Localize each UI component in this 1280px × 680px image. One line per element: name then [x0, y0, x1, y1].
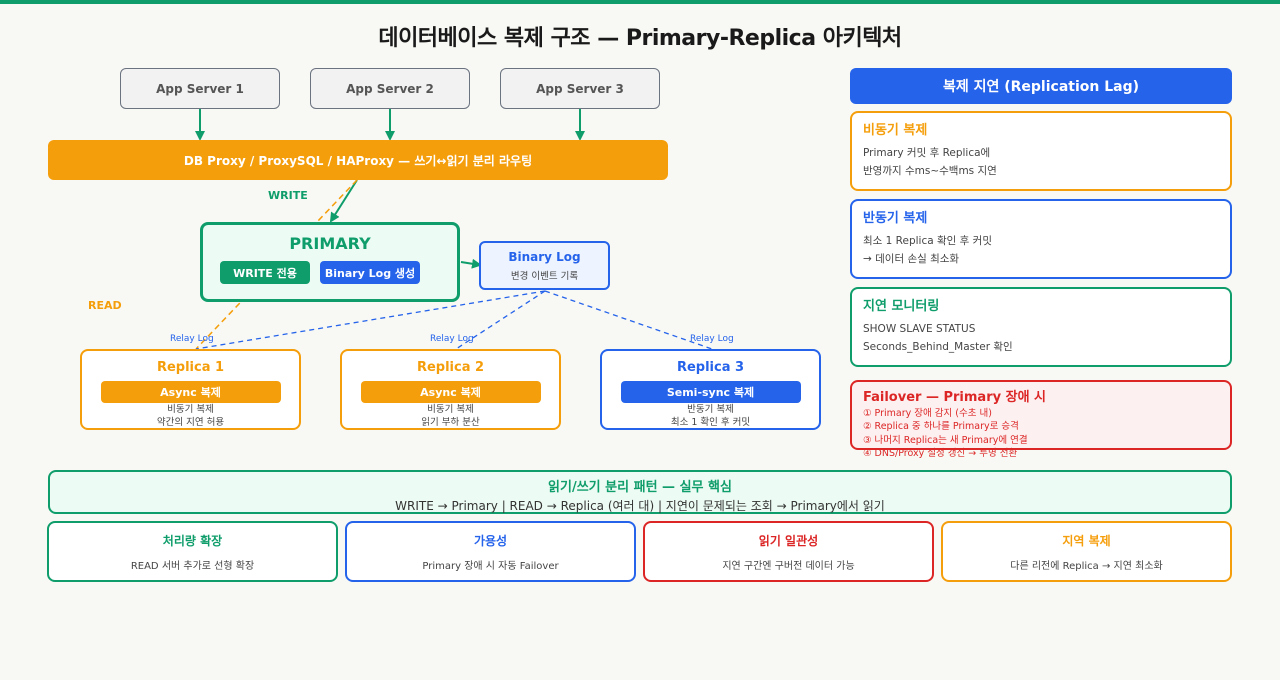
replica-desc-2: 읽기 부하 분산 — [421, 417, 480, 428]
pattern-subtitle: WRITE → Primary | READ → Replica (여러 대) … — [395, 499, 885, 513]
replica-desc-2: 약간의 지연 허용 — [156, 417, 225, 428]
benefit-title: 가용성 — [473, 534, 508, 548]
arrow-proxy-primary — [329, 179, 358, 223]
card-line-1: SHOW SLAVE STATUS — [863, 323, 976, 335]
replica-title: Replica 3 — [676, 360, 745, 375]
replica-title: Replica 2 — [416, 360, 485, 375]
replica-badge: Semi-sync 복제 — [620, 381, 801, 403]
replica-badge: Async 복제 — [360, 381, 541, 403]
replica-badge: Async 복제 — [100, 381, 281, 403]
card-line-2: Seconds_Behind_Master 확인 — [863, 341, 1013, 353]
replica-2-node: Replica 2 Async 복제 비동기 복제 읽기 부하 분산 — [340, 349, 561, 430]
semi-sync-card: 반동기 복제 최소 1 Replica 확인 후 커밋 → 데이터 손실 최소화 — [850, 199, 1232, 279]
failover-step: ① Primary 장애 감지 (수초 내) — [863, 408, 992, 419]
app-server-3: App Server 3 — [500, 68, 660, 109]
benefit-geo-replication: 지역 복제 다른 리전에 Replica → 지연 최소화 — [941, 521, 1232, 582]
card-title: 지연 모니터링 — [863, 299, 940, 314]
db-proxy-bar: DB Proxy / ProxySQL / HAProxy — 쓰기↔읽기 분리… — [48, 140, 668, 180]
failover-step: ③ 나머지 Replica는 새 Primary에 연결 — [863, 434, 1028, 446]
card-line-1: 최소 1 Replica 확인 후 커밋 — [863, 235, 992, 247]
benefit-desc: 다른 리전에 Replica → 지연 최소화 — [1010, 561, 1163, 572]
lag-monitoring-card: 지연 모니터링 SHOW SLAVE STATUS Seconds_Behind… — [850, 287, 1232, 367]
write-only-badge: WRITE 전용 — [220, 261, 310, 284]
benefit-desc: Primary 장애 시 자동 Failover — [422, 561, 559, 572]
read-write-split-pattern: 읽기/쓰기 분리 패턴 — 실무 핵심 WRITE → Primary | RE… — [48, 470, 1232, 514]
replica-1-node: Replica 1 Async 복제 비동기 복제 약간의 지연 허용 — [80, 349, 301, 430]
binary-log-title: Binary Log — [508, 250, 581, 264]
primary-title: PRIMARY — [289, 234, 371, 253]
read-label: READ — [88, 299, 122, 312]
app-server-1: App Server 1 — [120, 68, 280, 109]
benefit-read-consistency: 읽기 일관성 지연 구간엔 구버전 데이터 가능 — [643, 521, 934, 582]
benefit-desc: READ 서버 추가로 선형 확장 — [130, 561, 255, 572]
benefit-title: 처리량 확장 — [162, 534, 223, 548]
replica-title: Replica 1 — [156, 360, 225, 375]
binary-log-subtitle: 변경 이벤트 기록 — [510, 271, 579, 282]
arrow-primary-binlog — [460, 258, 482, 269]
top-accent-bar — [0, 0, 1280, 4]
relay-log-label-2: Relay Log — [430, 334, 474, 344]
failover-title: Failover — Primary 장애 시 — [863, 390, 1047, 405]
async-replication-card: 비동기 복제 Primary 커밋 후 Replica에 반영까지 수ms~수백… — [850, 111, 1232, 191]
card-title: 반동기 복제 — [863, 211, 928, 226]
page-title: 데이터베이스 복제 구조 — Primary-Replica 아키텍처 — [378, 26, 902, 51]
app-server-2: App Server 2 — [310, 68, 470, 109]
replication-lag-header: 복제 지연 (Replication Lag) — [850, 68, 1232, 104]
relay-line-replica1 — [195, 290, 546, 350]
failover-card: Failover — Primary 장애 시 ① Primary 장애 감지 … — [850, 380, 1232, 459]
replica-desc-2: 최소 1 확인 후 커밋 — [670, 417, 751, 428]
benefit-availability: 가용성 Primary 장애 시 자동 Failover — [345, 521, 636, 582]
replica-desc-1: 반동기 복제 — [687, 404, 734, 415]
binlog-create-badge: Binary Log 생성 — [320, 261, 420, 284]
card-title: 비동기 복제 — [863, 123, 928, 138]
primary-node: PRIMARY WRITE 전용 Binary Log 생성 — [200, 222, 460, 302]
relay-line-replica3 — [544, 290, 713, 350]
card-line-2: → 데이터 손실 최소화 — [863, 253, 960, 265]
benefit-throughput: 처리량 확장 READ 서버 추가로 선형 확장 — [47, 521, 338, 582]
binary-log-node: Binary Log 변경 이벤트 기록 — [479, 241, 610, 290]
benefit-title: 읽기 일관성 — [758, 534, 819, 548]
replica-3-node: Replica 3 Semi-sync 복제 반동기 복제 최소 1 확인 후 … — [600, 349, 821, 430]
failover-step: ④ DNS/Proxy 설정 갱신 → 투명 전환 — [863, 447, 1018, 459]
replica-desc-1: 비동기 복제 — [167, 404, 214, 415]
benefit-title: 지역 복제 — [1062, 534, 1111, 548]
card-line-2: 반영까지 수ms~수백ms 지연 — [863, 165, 997, 177]
relay-log-label-1: Relay Log — [170, 334, 214, 344]
card-line-1: Primary 커밋 후 Replica에 — [863, 147, 991, 159]
benefit-desc: 지연 구간엔 구버전 데이터 가능 — [722, 561, 855, 572]
relay-log-label-3: Relay Log — [690, 334, 734, 344]
write-label: WRITE — [268, 189, 308, 202]
read-line-proxy-replica1 — [195, 179, 358, 350]
failover-step: ② Replica 중 하나를 Primary로 승격 — [863, 421, 1019, 433]
pattern-title: 읽기/쓰기 분리 패턴 — 실무 핵심 — [548, 480, 732, 495]
replica-desc-1: 비동기 복제 — [427, 404, 474, 415]
